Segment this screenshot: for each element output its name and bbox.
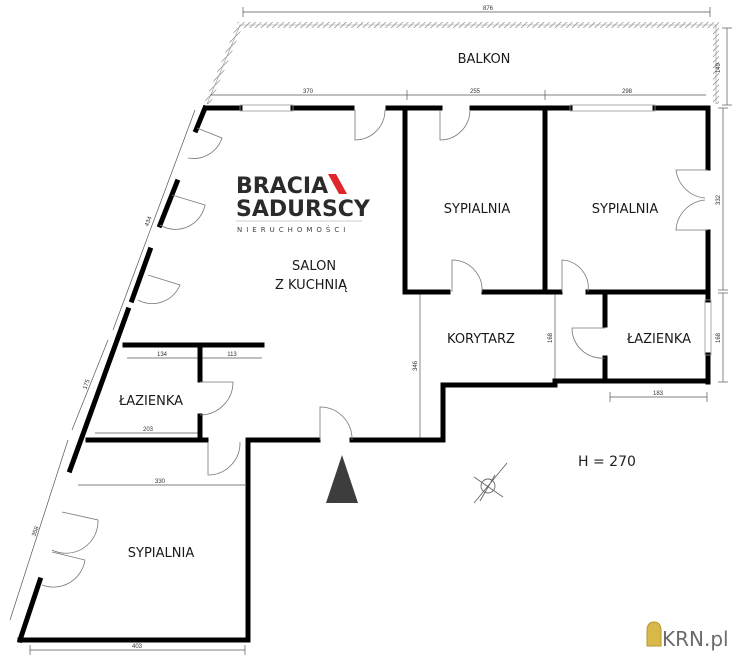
room-label-balkon: BALKON <box>458 52 511 67</box>
dim-balkon-depth: 149 <box>716 62 722 73</box>
dim-sypialnia-top: 330 <box>155 479 166 485</box>
dim-top-sypialnia-2: 298 <box>622 89 633 95</box>
logo-tagline: NIERUCHOMOŚCI <box>237 225 349 234</box>
dimension-lines <box>9 7 732 655</box>
dim-korytarz-right: 168 <box>548 332 554 343</box>
watermark-text: KRN.pl <box>662 627 729 651</box>
entrance-arrow-icon <box>326 455 358 503</box>
logo-accent-icon <box>328 174 347 194</box>
dim-left-sypialnia: 358 <box>32 525 41 537</box>
room-label-sypialnia-3: SYPIALNIA <box>128 546 195 561</box>
room-label-lazienka-1: ŁAZIENKA <box>118 394 183 409</box>
krn-watermark: KRN.pl <box>646 621 729 651</box>
windows <box>239 104 712 356</box>
compass-icon <box>473 462 508 504</box>
walls <box>16 104 711 644</box>
dim-lazienka-width: 183 <box>653 391 664 397</box>
dim-korytarz-left: 346 <box>413 360 419 371</box>
brand-logo: BRACIA SADURSCY NIERUCHOMOŚCI <box>236 174 371 234</box>
ceiling-height-label: H = 270 <box>578 454 636 470</box>
dim-top-salon: 370 <box>303 89 314 95</box>
balcony <box>204 22 719 106</box>
dim-top-total: 876 <box>483 6 494 12</box>
logo-line2: SADURSCY <box>236 197 371 222</box>
dim-right-sypialnia-2: 332 <box>716 194 722 205</box>
room-label-sypialnia-2: SYPIALNIA <box>592 202 659 217</box>
dim-left-lazienka: 175 <box>83 378 92 390</box>
room-label-sypialnia-1: SYPIALNIA <box>444 202 511 217</box>
doors <box>41 109 708 588</box>
dim-lazienka-top-a: 134 <box>157 352 168 358</box>
room-label-lazienka-2: ŁAZIENKA <box>626 332 691 347</box>
logo-line1: BRACIA <box>236 174 328 199</box>
dim-lazienka-bottom: 203 <box>143 427 154 433</box>
dim-right-lazienka: 168 <box>716 332 722 343</box>
room-label-salon-line2: Z KUCHNIĄ <box>275 278 348 293</box>
dim-top-sypialnia-1: 255 <box>470 89 481 95</box>
room-label-salon-line1: SALON <box>292 259 336 274</box>
dim-left-salon: 434 <box>145 215 154 227</box>
room-label-korytarz: KORYTARZ <box>447 332 515 347</box>
dim-lazienka-top-b: 113 <box>227 352 237 358</box>
dim-sypialnia-bottom: 403 <box>132 644 143 650</box>
house-icon <box>646 621 662 647</box>
